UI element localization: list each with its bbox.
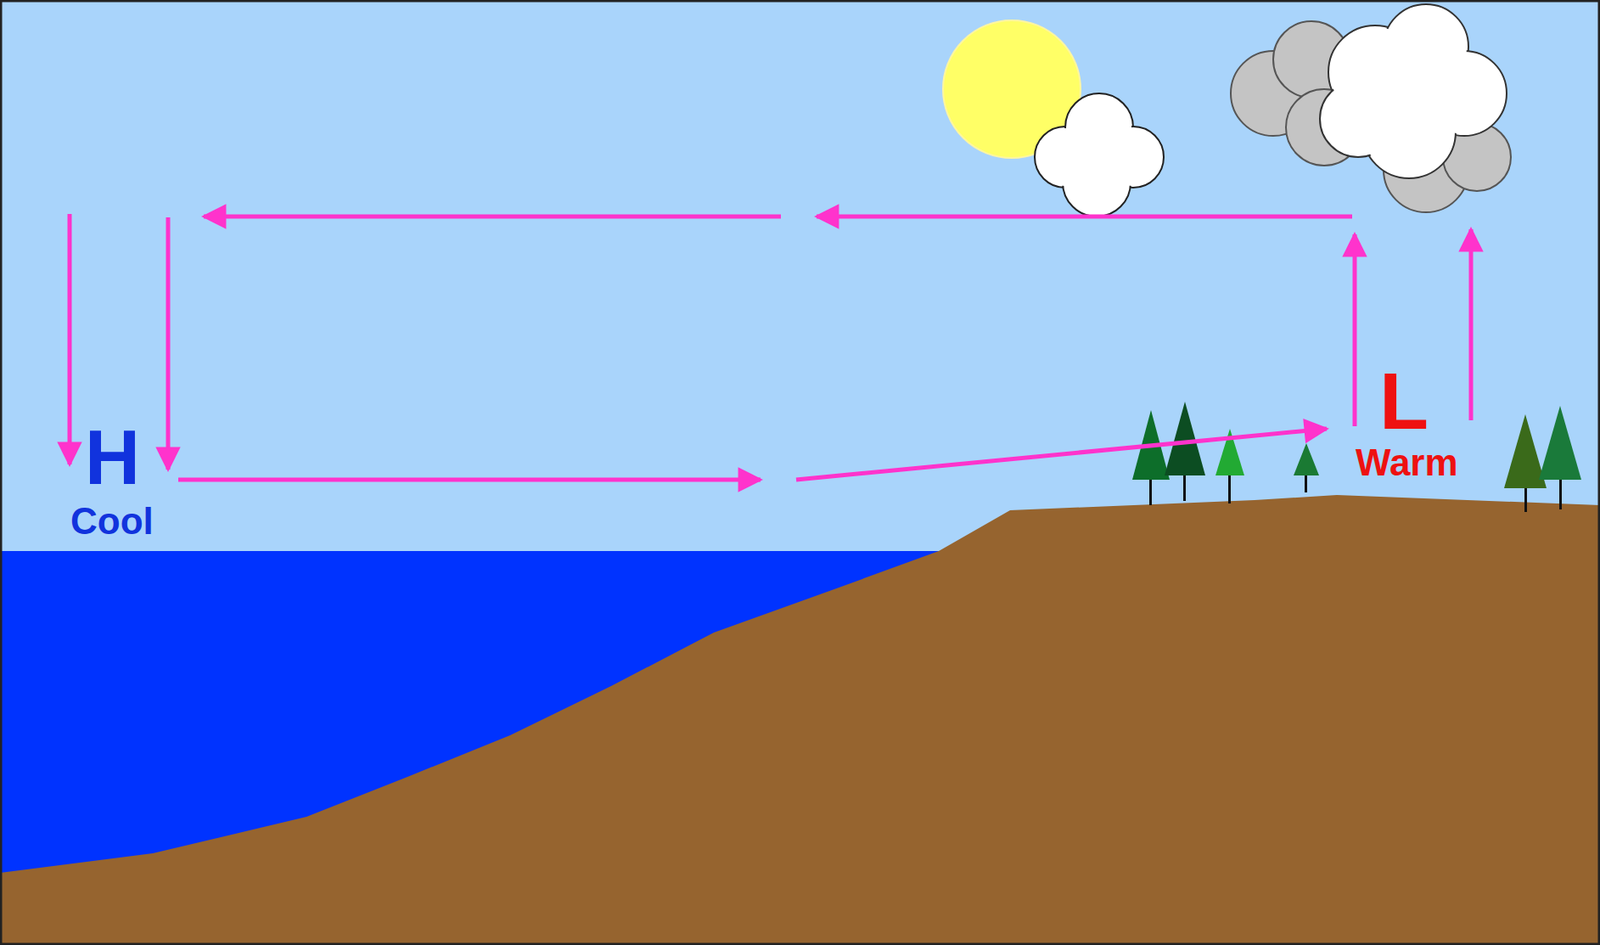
- land: [0, 494, 1600, 945]
- cloud: [1034, 93, 1164, 217]
- temperature-label-text: Warm: [1355, 441, 1459, 483]
- airflow-arrows: [69, 213, 1471, 480]
- high-pressure-letter-text: H: [84, 415, 141, 500]
- temperature-label: Warm: [1355, 443, 1459, 482]
- storm-cloud-fill: [1321, 5, 1505, 177]
- high-pressure-letter: H: [84, 419, 141, 496]
- storm-cloud-top: [1319, 4, 1507, 179]
- cloud-fill: [1036, 95, 1163, 215]
- temperature-label: Cool: [70, 502, 154, 540]
- temperature-label-text: Cool: [70, 499, 154, 542]
- low-pressure-letter: L: [1379, 360, 1429, 442]
- low-pressure-letter-text: L: [1379, 355, 1429, 446]
